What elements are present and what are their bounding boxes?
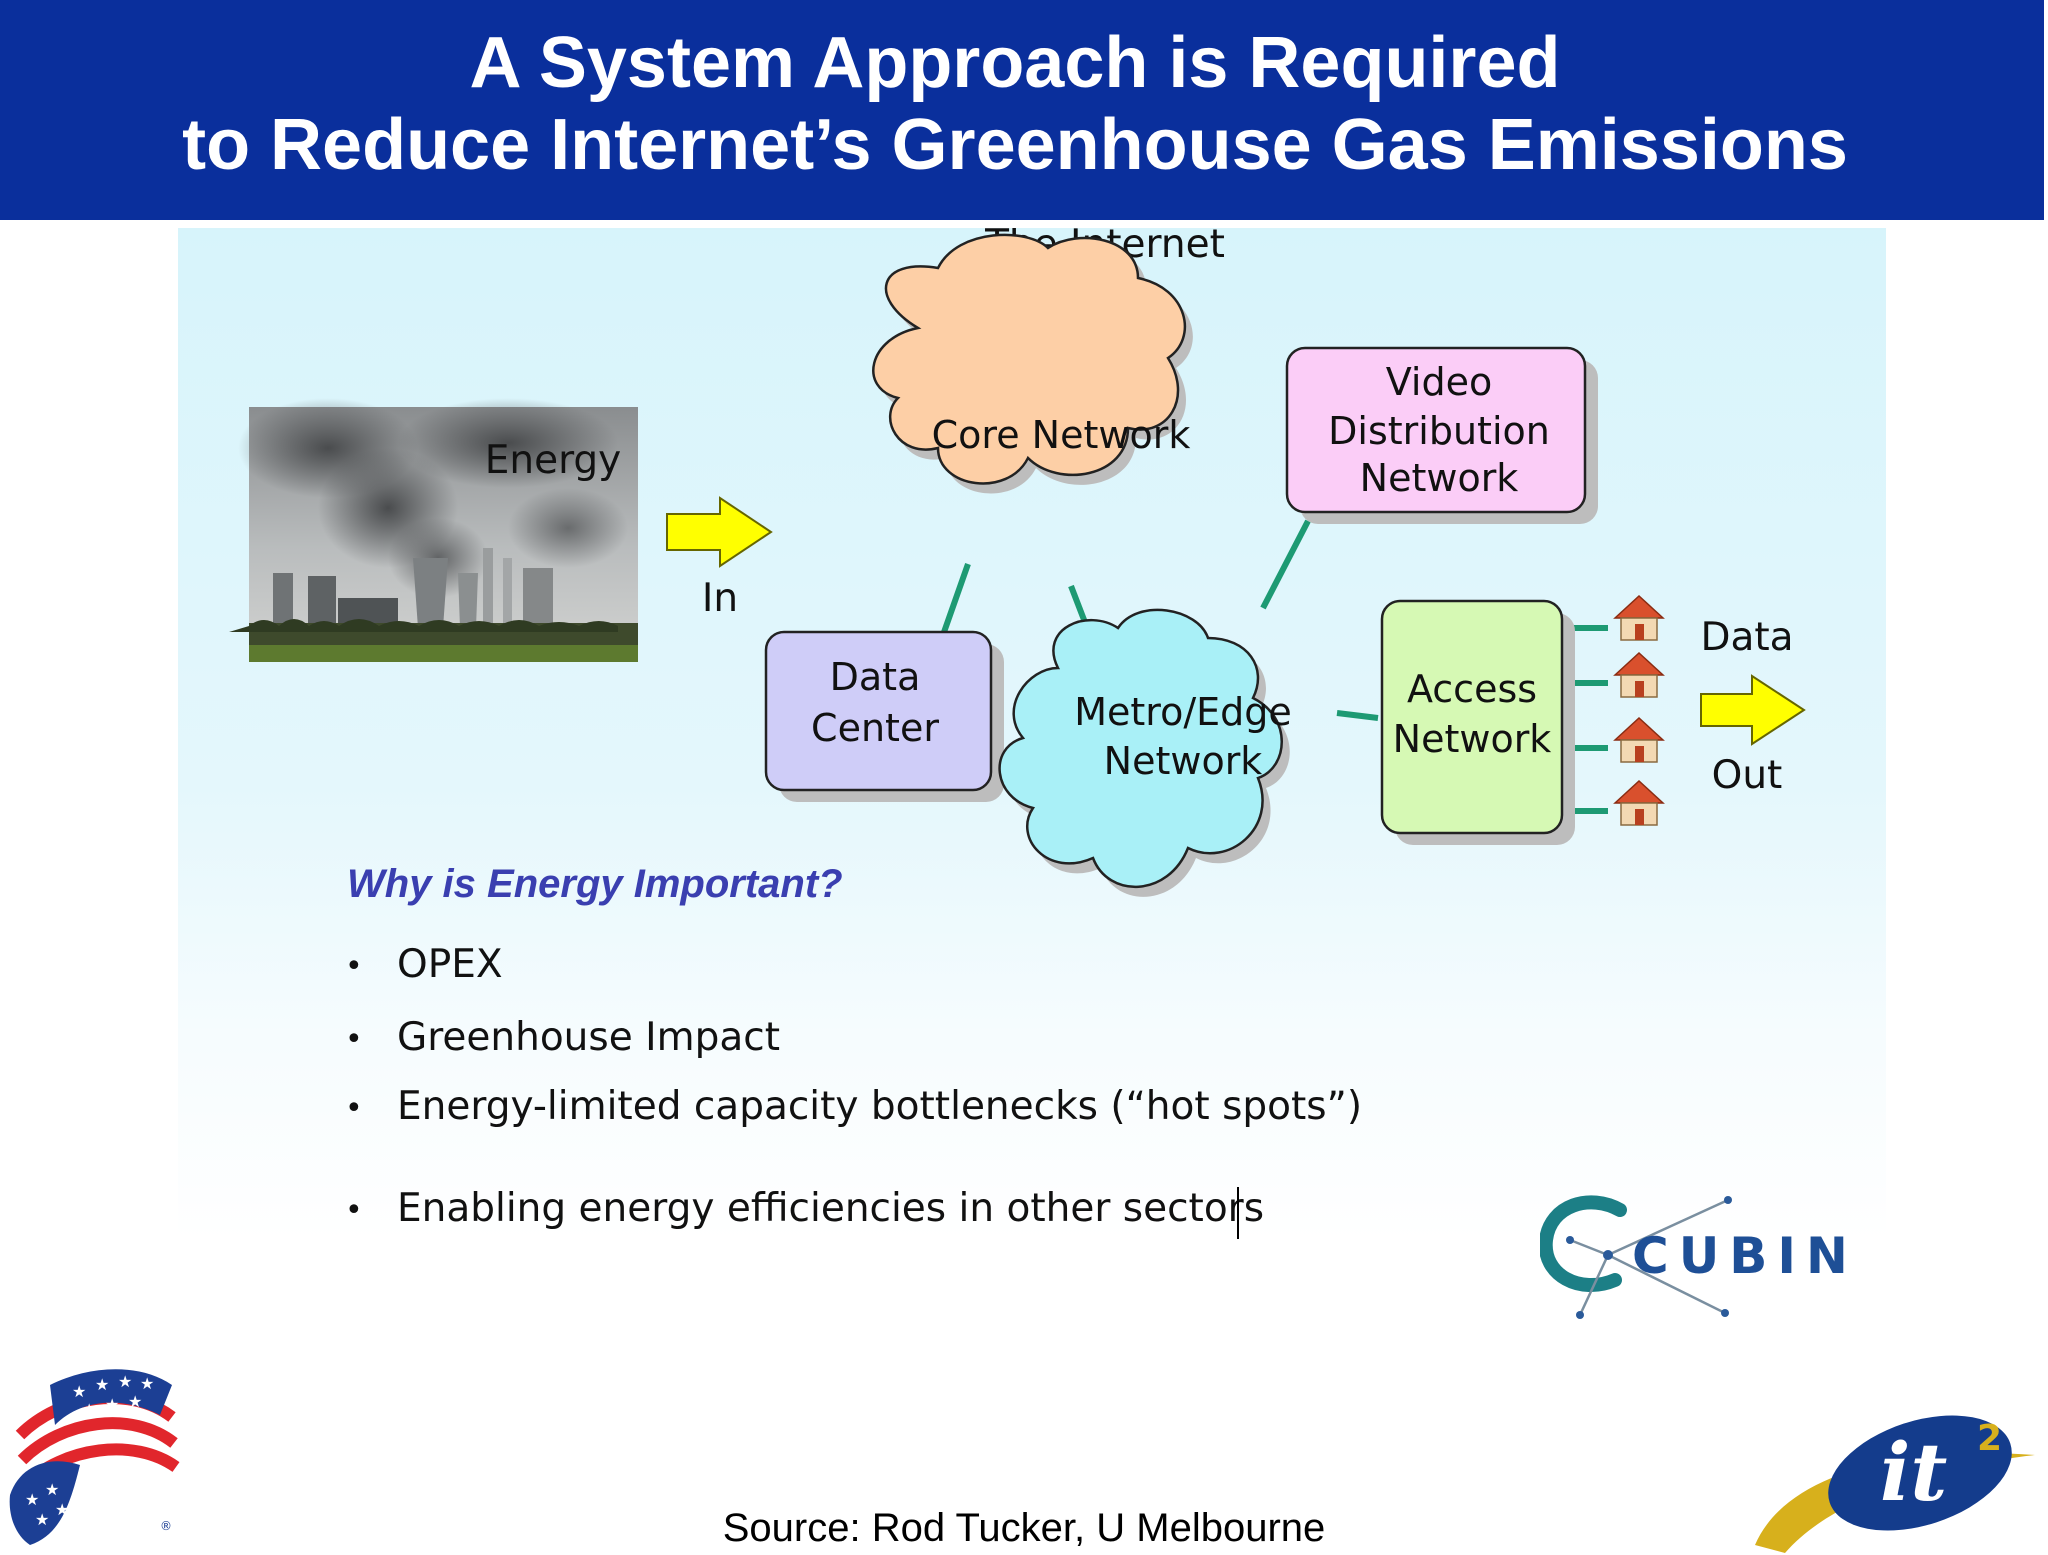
why-energy-heading: Why is Energy Important? bbox=[347, 862, 843, 906]
svg-text:★: ★ bbox=[140, 1374, 154, 1393]
video-distribution-box: Video Distribution Network bbox=[1285, 346, 1598, 524]
metro-edge-cloud: Metro/Edge Network bbox=[998, 608, 1292, 897]
bullet-item: • Greenhouse Impact bbox=[345, 1015, 780, 1060]
svg-text:★: ★ bbox=[72, 1382, 86, 1401]
house-icon bbox=[1613, 651, 1665, 698]
bullet-text: OPEX bbox=[397, 942, 503, 987]
bullet-text: Greenhouse Impact bbox=[397, 1015, 780, 1060]
svg-text:★: ★ bbox=[118, 1372, 132, 1391]
svg-text:®: ® bbox=[160, 1519, 172, 1533]
core-network-cloud: Core Network bbox=[872, 233, 1193, 494]
it-logo-superscript: 2 bbox=[1977, 1418, 2002, 1459]
svg-text:★: ★ bbox=[45, 1480, 59, 1499]
access-network-box: Access Network bbox=[1380, 599, 1575, 845]
bullet-item: • Enabling energy efficiencies in other s… bbox=[345, 1186, 1264, 1231]
video-label-3: Network bbox=[1360, 456, 1519, 500]
house-icon bbox=[1613, 594, 1665, 641]
bullet-item: • OPEX bbox=[345, 942, 503, 987]
bullet-text: Enabling energy efficiencies in other se… bbox=[397, 1186, 1265, 1231]
energy-label: Energy bbox=[485, 438, 622, 483]
svg-text:★: ★ bbox=[105, 1395, 119, 1414]
slide-title-line-2: to Reduce Internet’s Greenhouse Gas Emis… bbox=[182, 105, 1848, 185]
data-center-box: Data Center bbox=[764, 630, 1004, 802]
text-cursor bbox=[1237, 1187, 1239, 1239]
bullet-dot: • bbox=[345, 949, 363, 984]
data-label: Data bbox=[1700, 615, 1793, 660]
network-diagram: Energy In The Internet Core Network Vide… bbox=[229, 228, 1806, 897]
bullet-dot: • bbox=[345, 1091, 363, 1126]
bullet-item: • Energy-limited capacity bottlenecks (“h… bbox=[345, 1084, 1362, 1129]
svg-text:★: ★ bbox=[95, 1375, 109, 1394]
video-label-1: Video bbox=[1386, 360, 1492, 404]
content-panel: Energy In The Internet Core Network Vide… bbox=[178, 228, 1886, 1240]
svg-text:★: ★ bbox=[35, 1510, 49, 1529]
svg-text:★: ★ bbox=[128, 1392, 142, 1411]
cubin-logo: CUBIN bbox=[1540, 1195, 1858, 1319]
house-icon bbox=[1613, 716, 1665, 763]
core-network-label: Core Network bbox=[932, 413, 1191, 457]
out-label: Out bbox=[1712, 753, 1783, 798]
data-center-label-1: Data bbox=[830, 655, 921, 699]
bullet-dot: • bbox=[345, 1022, 363, 1057]
video-label-2: Distribution bbox=[1328, 409, 1550, 453]
energy-in-label: In bbox=[702, 576, 738, 621]
bullet-dot: • bbox=[345, 1193, 363, 1228]
access-network-label-1: Access bbox=[1407, 667, 1537, 711]
data-out-arrow bbox=[1700, 674, 1806, 746]
title-bar: A System Approach is Required to Reduce … bbox=[0, 0, 2044, 220]
source-caption: Source: Rod Tucker, U Melbourne bbox=[722, 1506, 1326, 1550]
data-center-label-2: Center bbox=[811, 706, 939, 750]
house-icon bbox=[1613, 779, 1665, 826]
svg-text:★: ★ bbox=[55, 1500, 69, 1519]
metro-edge-label-1: Metro/Edge bbox=[1074, 690, 1292, 734]
flag-logo: ★★★★ ★★★ ★★★★ ® bbox=[9, 1369, 180, 1545]
it-logo-text: it bbox=[1880, 1425, 1947, 1519]
slide-title-line-1: A System Approach is Required bbox=[469, 23, 1561, 103]
it2-logo: it 2 bbox=[1745, 1415, 2045, 1553]
access-network-label-2: Network bbox=[1393, 717, 1552, 761]
energy-in-arrow bbox=[666, 496, 773, 568]
power-plant-photo bbox=[229, 398, 638, 662]
metro-edge-label-2: Network bbox=[1104, 739, 1263, 783]
svg-text:★: ★ bbox=[82, 1400, 96, 1419]
cubin-text: CUBIN bbox=[1632, 1227, 1858, 1285]
bullet-text: Energy-limited capacity bottlenecks (“ho… bbox=[397, 1084, 1363, 1129]
svg-text:★: ★ bbox=[25, 1490, 39, 1509]
